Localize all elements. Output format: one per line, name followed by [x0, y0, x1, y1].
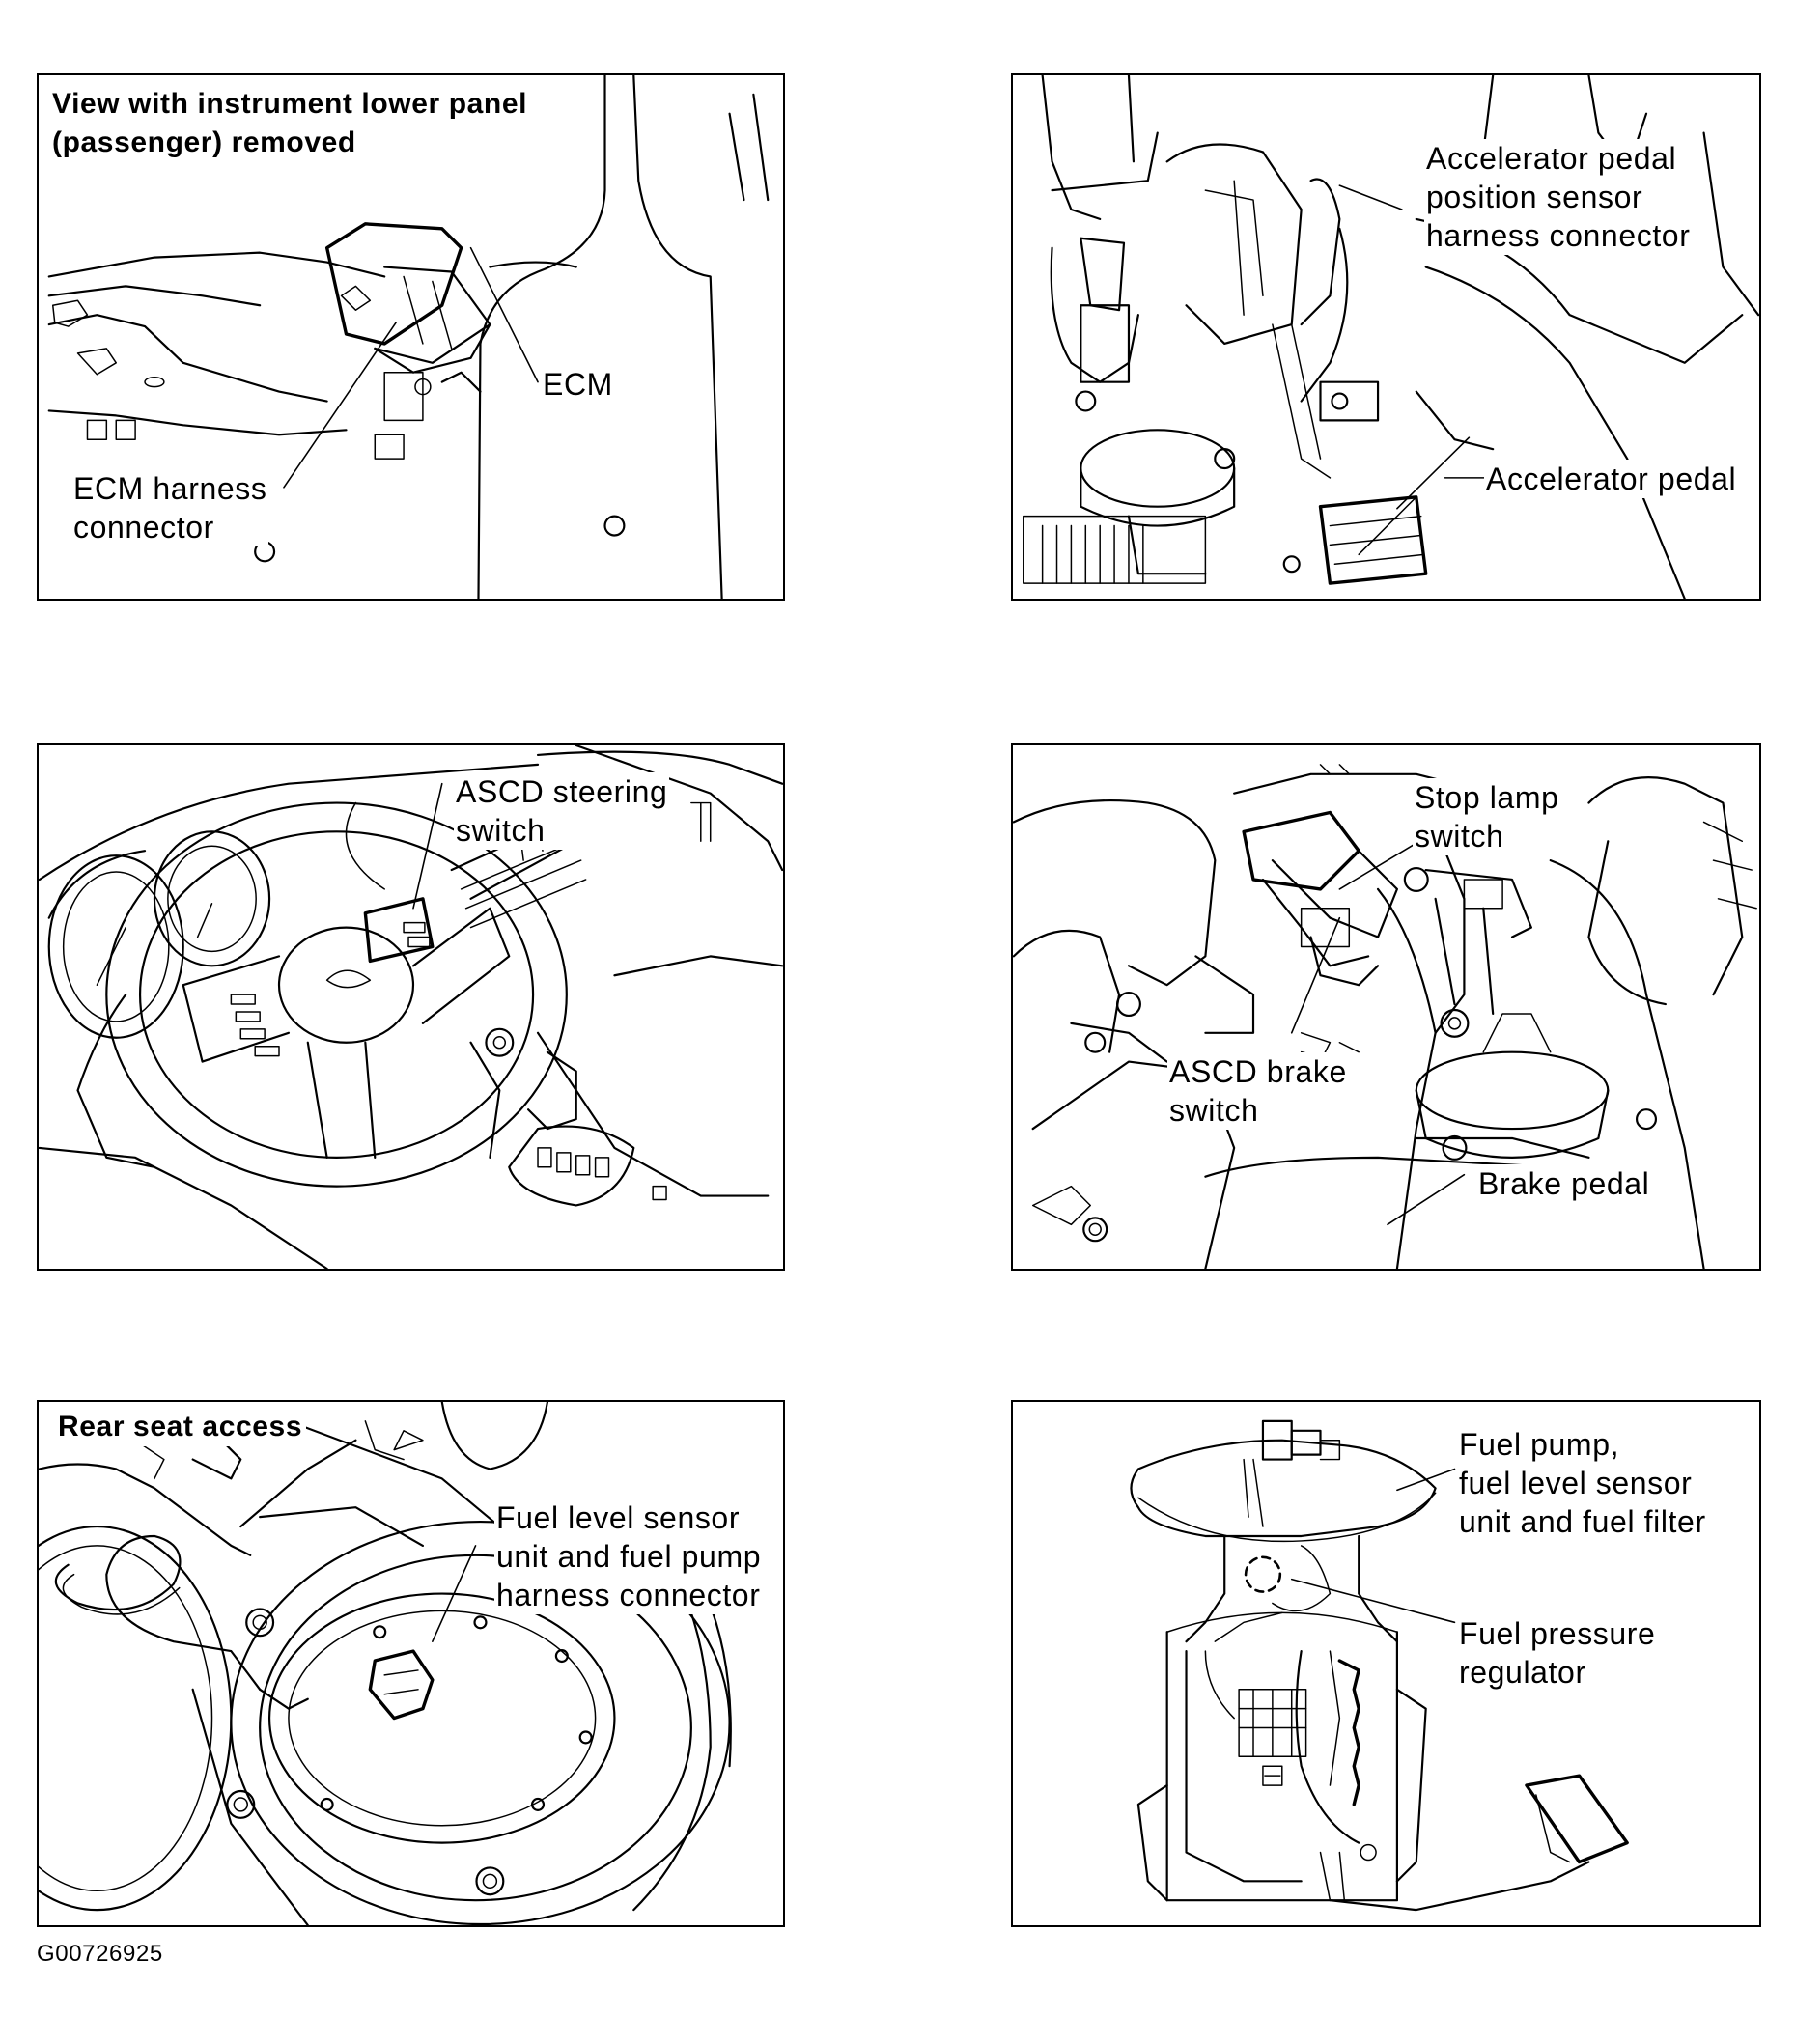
ecm-location-illustration — [47, 75, 770, 599]
label-line: switch — [1415, 819, 1504, 854]
fuel-tank-access-illustration — [39, 1402, 732, 1925]
label-line: harness connector — [1426, 218, 1691, 253]
figure-id: G00726925 — [37, 1941, 163, 1967]
steering-wheel-illustration — [39, 745, 783, 1269]
fuel-pump-assembly-label: Fuel pump, fuel level sensor unit and fu… — [1457, 1425, 1708, 1541]
label-line: ASCD brake — [1169, 1054, 1347, 1089]
label-line: Fuel pump, — [1459, 1427, 1620, 1462]
panel-accelerator-pedal: Accelerator pedal position sensor harnes… — [1011, 73, 1761, 601]
panel-fuel-pump-assembly: Fuel pump, fuel level sensor unit and fu… — [1011, 1400, 1761, 1927]
panel-brake-switches: Stop lamp switch ASCD brake switch Brake… — [1011, 743, 1761, 1271]
label-line: Accelerator pedal — [1486, 462, 1737, 496]
label-line: unit and fuel filter — [1459, 1504, 1706, 1539]
label-line: harness connector — [496, 1578, 761, 1612]
heading-line: (passenger) removed — [52, 126, 356, 158]
fuel-pressure-regulator-label: Fuel pressure regulator — [1457, 1614, 1658, 1692]
ecm-label: ECM — [541, 365, 615, 404]
panel-ascd-steering-switch: ASCD steering switch — [37, 743, 785, 1271]
accelerator-pedal-illustration — [1023, 75, 1759, 599]
label-line: Accelerator pedal — [1426, 141, 1677, 176]
label-line: switch — [1169, 1093, 1259, 1128]
label-line: connector — [73, 510, 214, 545]
fuel-level-connector-label: Fuel level sensor unit and fuel pump har… — [494, 1498, 764, 1614]
label-line: position sensor — [1426, 180, 1643, 214]
stop-lamp-switch-label: Stop lamp switch — [1413, 778, 1561, 855]
panel-heading: Rear seat access — [54, 1408, 307, 1446]
panel-rear-seat-access: Rear seat access Fuel level sensor unit … — [37, 1400, 785, 1927]
heading-line: View with instrument lower panel — [52, 88, 528, 120]
ecm-harness-connector-label: ECM harness connector — [71, 469, 269, 546]
label-line: Stop lamp — [1415, 780, 1559, 815]
label-line: ECM — [543, 367, 613, 402]
label-line: ASCD steering — [456, 774, 668, 809]
ascd-brake-switch-label: ASCD brake switch — [1167, 1052, 1349, 1130]
label-line: Brake pedal — [1478, 1166, 1650, 1201]
label-line: unit and fuel pump — [496, 1539, 762, 1574]
ascd-steering-switch-label: ASCD steering switch — [454, 772, 670, 850]
label-line: ECM harness — [73, 471, 267, 506]
heading-line: Rear seat access — [58, 1411, 303, 1442]
label-line: Fuel level sensor — [496, 1500, 741, 1535]
panel-heading: View with instrument lower panel (passen… — [48, 85, 532, 162]
label-line: fuel level sensor — [1459, 1466, 1693, 1500]
label-line: regulator — [1459, 1655, 1586, 1690]
label-line: switch — [456, 813, 546, 848]
fuel-pump-illustration — [1130, 1419, 1629, 1912]
accelerator-pedal-label: Accelerator pedal — [1484, 460, 1739, 498]
brake-pedal-label: Brake pedal — [1476, 1164, 1652, 1203]
app-sensor-connector-label: Accelerator pedal position sensor harnes… — [1424, 139, 1693, 255]
label-line: Fuel pressure — [1459, 1616, 1656, 1651]
panel-ecm-location: View with instrument lower panel (passen… — [37, 73, 785, 601]
